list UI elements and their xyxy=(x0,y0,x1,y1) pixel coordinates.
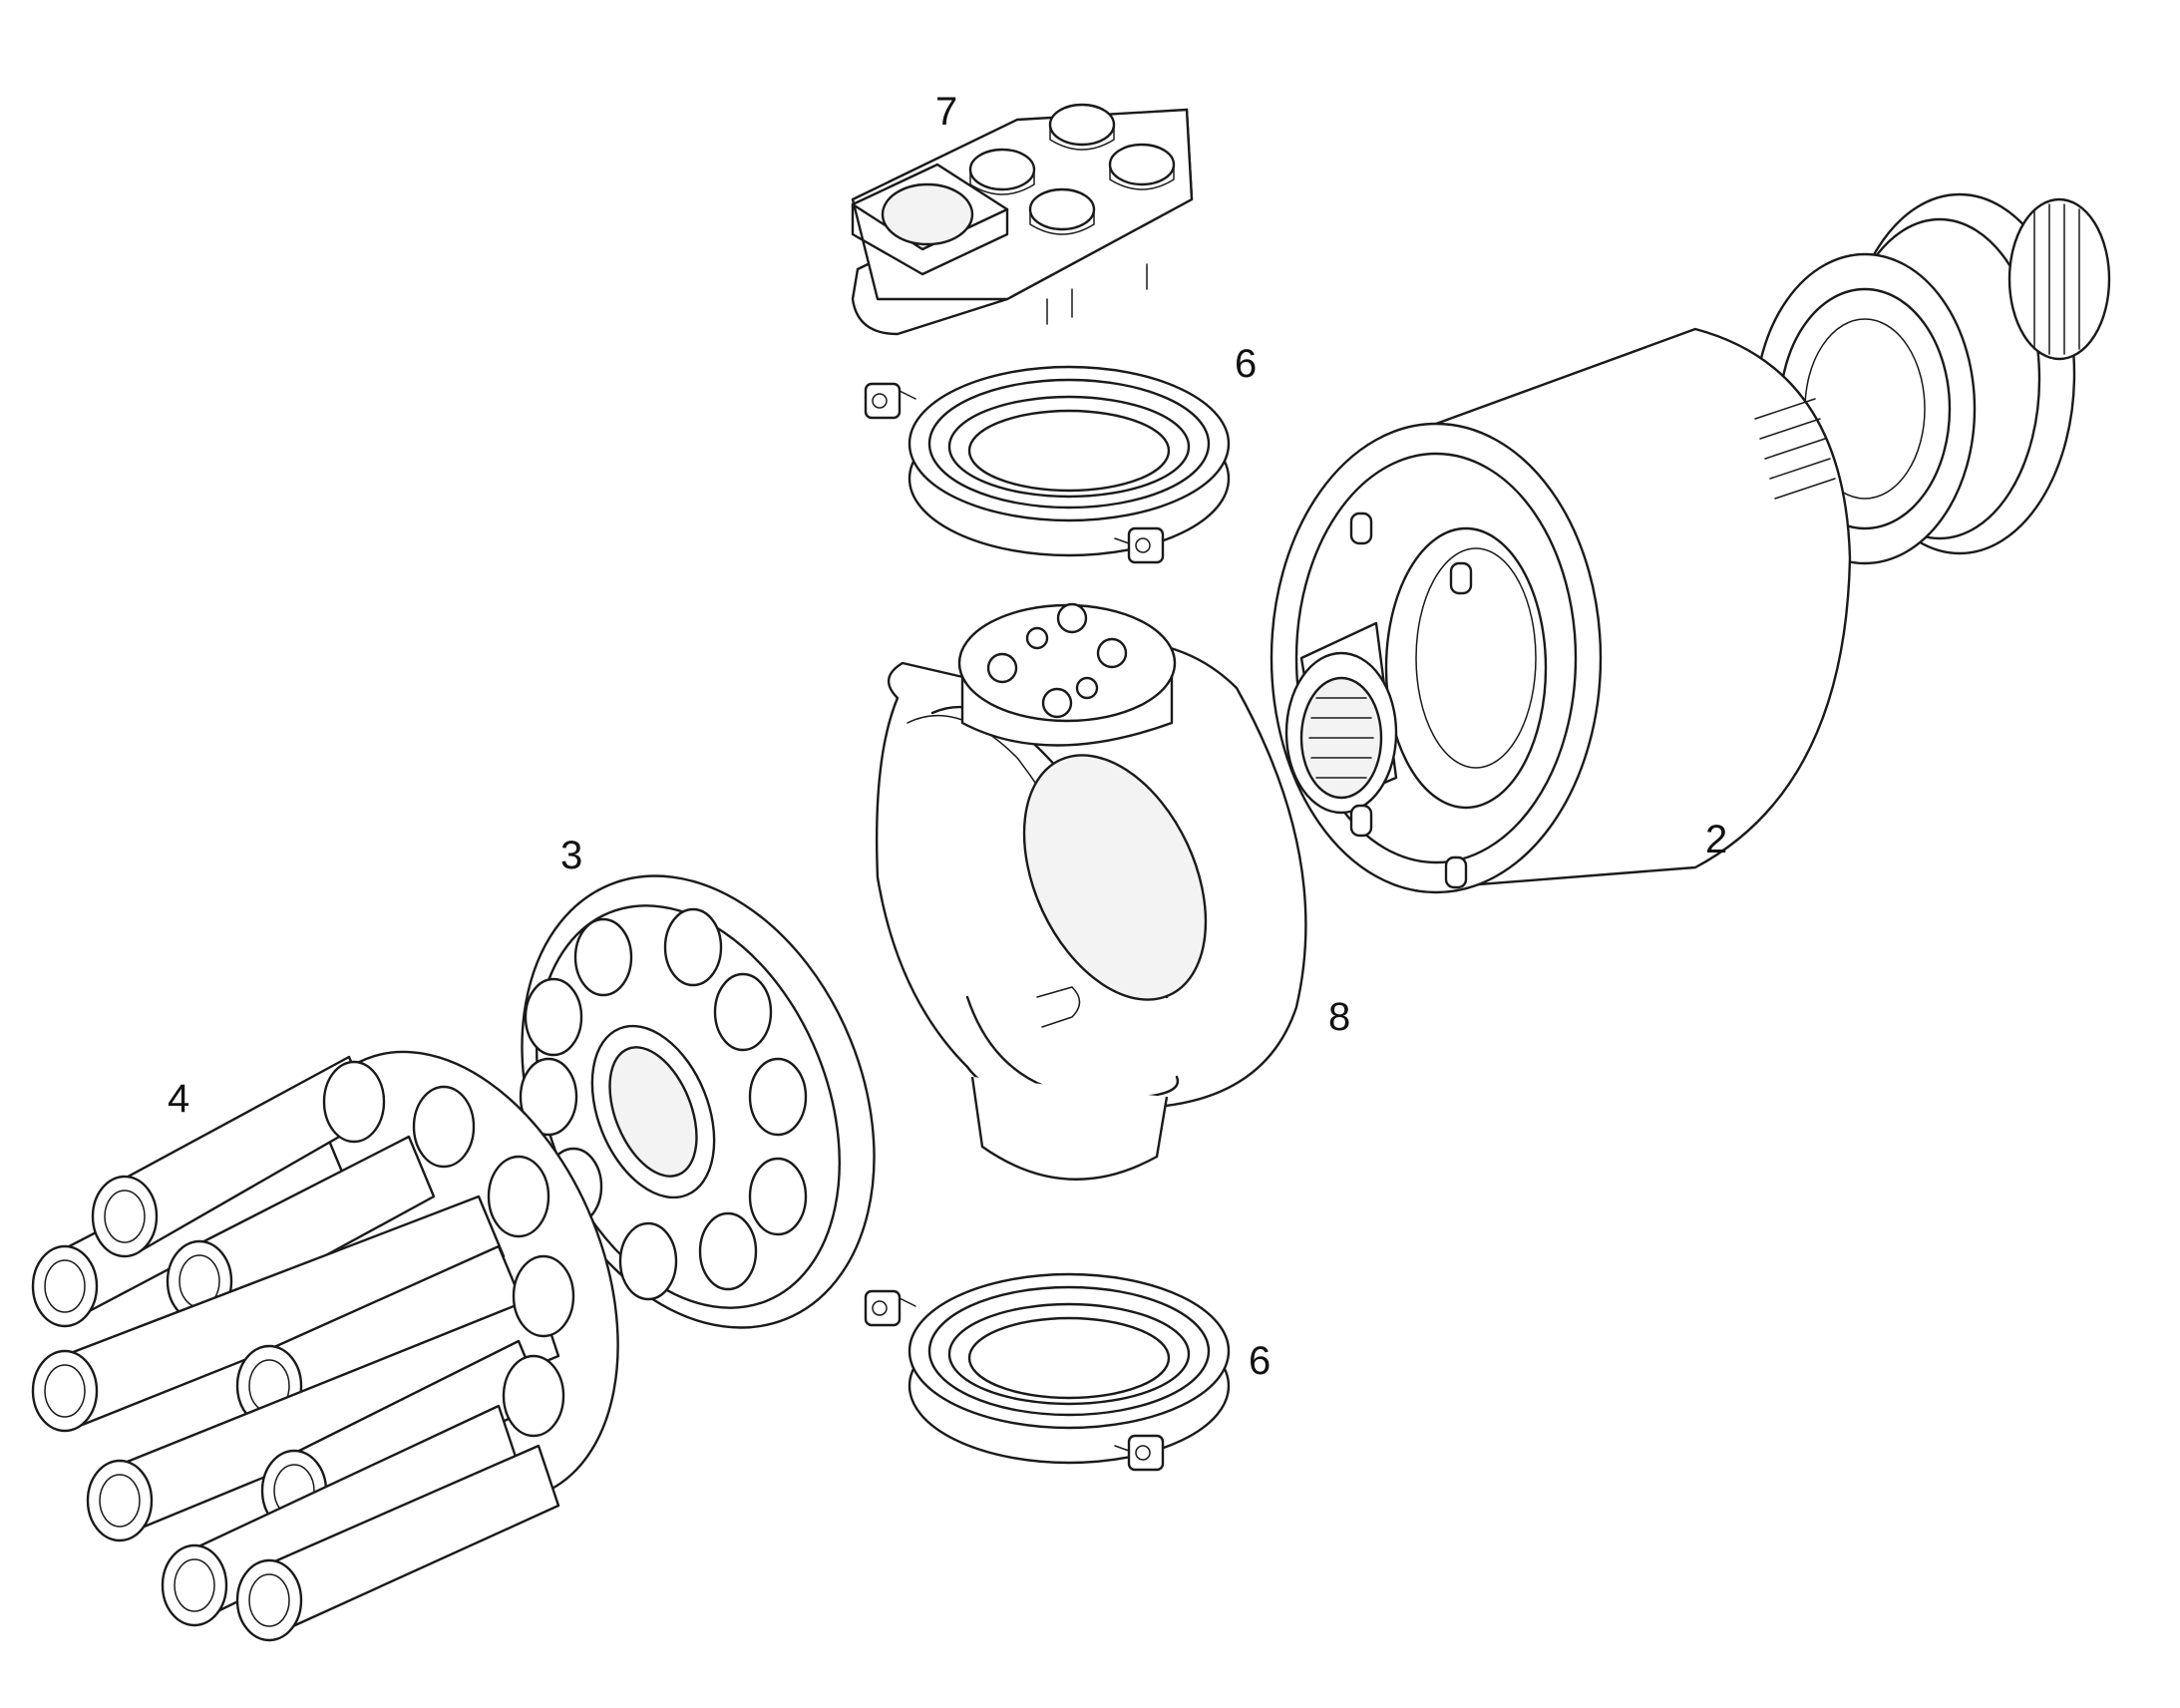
part-3-bore-plate xyxy=(519,874,876,1329)
callout-7: 7 xyxy=(935,90,958,134)
part-2-housing-shaft xyxy=(1270,192,2111,894)
part-4-pistons xyxy=(31,1050,619,1642)
callout-6-bottom: 6 xyxy=(1249,1339,1272,1383)
callout-2: 2 xyxy=(1705,818,1728,861)
callout-3: 3 xyxy=(560,834,583,877)
callout-4: 4 xyxy=(168,1077,190,1121)
callout-8: 8 xyxy=(1328,995,1351,1039)
callout-6-top: 6 xyxy=(1235,342,1258,386)
part-8-yoke xyxy=(875,602,1307,1181)
part-6-top-bearing-ring xyxy=(864,365,1231,564)
part-7-valve-block xyxy=(851,103,1194,336)
part-6-bottom-bearing-ring xyxy=(864,1272,1231,1472)
